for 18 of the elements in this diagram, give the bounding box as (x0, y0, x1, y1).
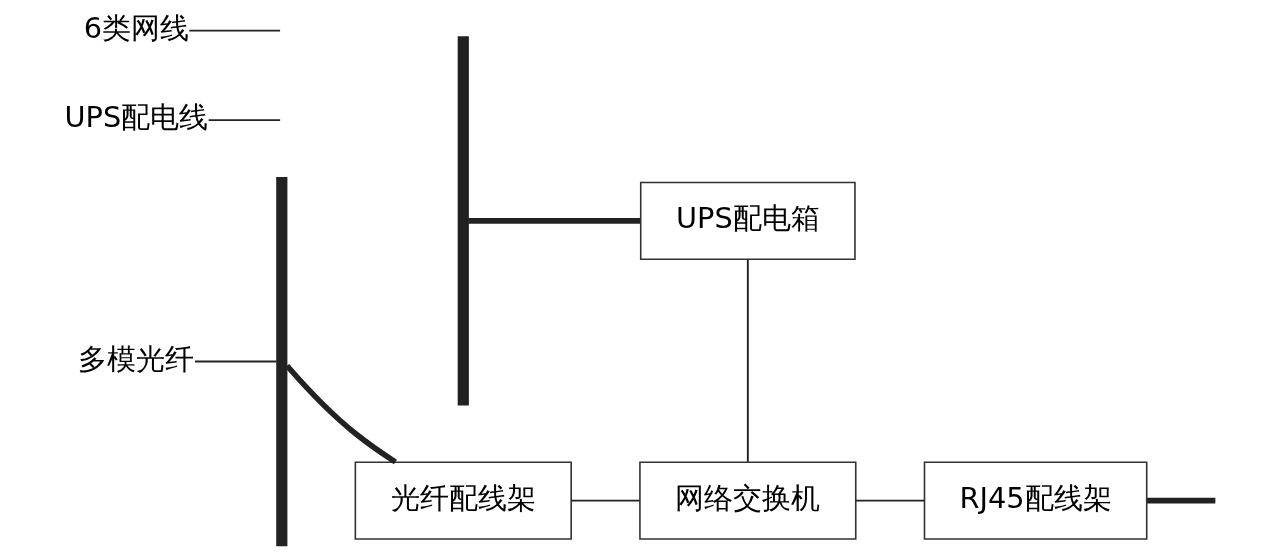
connector (569, 499, 641, 502)
node-box: RJ45配线架 (923, 461, 1147, 540)
connector (193, 360, 277, 363)
connector (467, 218, 640, 224)
node-bar (275, 176, 287, 547)
connector (187, 29, 281, 32)
node-text: 6类网线 (83, 10, 189, 45)
node-box: 网络交换机 (638, 461, 857, 540)
node-box: UPS配电箱 (639, 181, 856, 261)
node-text: 多模光纤 (77, 341, 194, 376)
connector (746, 258, 749, 463)
node-bar (457, 36, 469, 406)
connector (207, 119, 281, 122)
connector (284, 363, 397, 465)
node-text: UPS配电线 (64, 100, 208, 135)
node-box: 光纤配线架 (354, 461, 572, 540)
connector (1146, 497, 1215, 504)
connector (854, 499, 925, 502)
